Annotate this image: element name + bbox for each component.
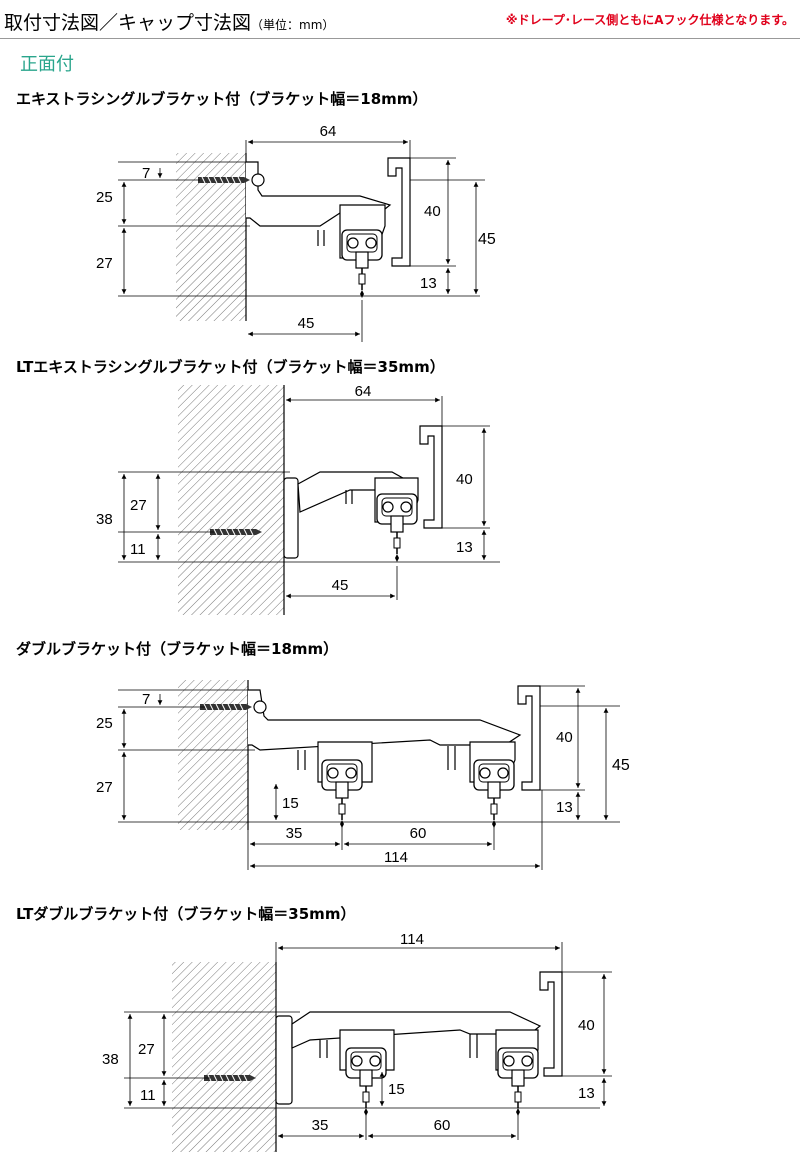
- dim-4-total: 38: [102, 1051, 119, 1068]
- dim-1-rail: 40: [424, 203, 441, 220]
- dim-3-total: 45: [612, 757, 630, 774]
- diagram-4-heading: LTダブルブラケット付（ブラケット幅＝35mm）: [16, 905, 356, 923]
- diagram-1-heading: エキストラシングルブラケット付（ブラケット幅＝18mm）: [16, 90, 428, 108]
- bracket: [248, 689, 522, 751]
- screw-icon: [203, 1074, 257, 1082]
- dim-4-front: 35: [312, 1117, 329, 1134]
- dim-4-hook-gap: 15: [388, 1081, 405, 1098]
- header-divider: [0, 38, 800, 39]
- dim-1-screw: 7: [142, 165, 150, 182]
- diagram-1-drawing: 64 7 25 27 40 45 13 45: [96, 123, 496, 342]
- dim-2-total: 38: [96, 511, 113, 528]
- diagram-3-drawing: 7 25 27 15 35 60 114 40 45 13: [96, 680, 630, 870]
- diagram-4-drawing: 114 38 27 11 15 35 60 40 13: [102, 931, 612, 1152]
- screw-icon: [199, 703, 253, 711]
- diagram-3-heading: ダブルブラケット付（ブラケット幅＝18mm）: [16, 640, 339, 658]
- dim-4-bottom: 13: [578, 1085, 595, 1102]
- diagram-2-drawing: 64 38 27 11 40 13 45: [96, 383, 500, 615]
- dim-3-hook-gap: 15: [282, 795, 299, 812]
- dim-4-rail: 40: [578, 1017, 595, 1034]
- wall: [178, 680, 248, 830]
- runner-icon: [473, 759, 515, 829]
- runner-icon: [376, 493, 418, 563]
- dim-3-upper: 25: [96, 715, 113, 732]
- page-title: 取付寸法図／キャップ寸法図（単位：mm）: [4, 12, 335, 34]
- dim-1-bottom: 13: [420, 275, 437, 292]
- wall: [178, 385, 284, 615]
- dim-3-rail: 40: [556, 729, 573, 746]
- dim-4-spacing: 60: [434, 1117, 451, 1134]
- bracket-base: [283, 477, 299, 559]
- dim-3-front: 35: [286, 825, 303, 842]
- dim-3-lower: 27: [96, 779, 113, 796]
- screw-icon: [209, 528, 263, 536]
- dim-1-lower: 27: [96, 255, 113, 272]
- dim-2-top: 64: [355, 383, 372, 400]
- dim-2-rail: 40: [456, 471, 473, 488]
- screw-icon: [197, 176, 251, 184]
- dim-4-lower: 11: [140, 1087, 156, 1104]
- dim-2-lower: 11: [130, 541, 146, 558]
- dim-1-top: 64: [320, 123, 337, 140]
- dim-4-width: 114: [400, 931, 424, 948]
- dim-1-upper: 25: [96, 189, 113, 206]
- dim-2-bottom: 13: [456, 539, 473, 556]
- bracket-base: [275, 1015, 293, 1105]
- dim-1-total: 45: [478, 231, 496, 248]
- runner-icon: [341, 229, 383, 299]
- dim-4-upper: 27: [138, 1041, 155, 1058]
- runner-icon: [497, 1047, 539, 1117]
- dim-3-screw: 7: [142, 691, 150, 708]
- runner-icon: [321, 759, 363, 829]
- runner-icon: [345, 1047, 387, 1117]
- dim-3-width: 114: [384, 849, 408, 866]
- dim-2-upper: 27: [130, 497, 147, 514]
- wall: [172, 962, 276, 1152]
- section-label: 正面付: [20, 54, 74, 75]
- dim-3-spacing: 60: [410, 825, 427, 842]
- dim-2-hook: 45: [332, 577, 349, 594]
- unit-label: （単位：mm）: [251, 18, 335, 32]
- header: 取付寸法図／キャップ寸法図（単位：mm） ※ドレープ･レース側ともにAフック仕様…: [0, 0, 800, 40]
- hook-note: ※ドレープ･レース側ともにAフック仕様となります。: [505, 13, 794, 27]
- dim-1-hook: 45: [298, 315, 315, 332]
- diagram-2-heading: LTエキストラシングルブラケット付（ブラケット幅＝35mm）: [16, 358, 445, 376]
- dim-3-bottom: 13: [556, 799, 573, 816]
